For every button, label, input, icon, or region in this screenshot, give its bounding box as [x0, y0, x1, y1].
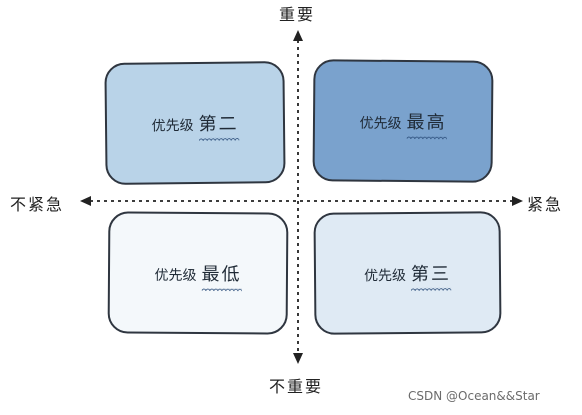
- quadrant-rank: 第三: [411, 260, 451, 286]
- quadrant-label: 优先级 第二: [151, 110, 238, 137]
- quadrant-rank: 第二: [198, 110, 238, 136]
- arrow-left-icon: [80, 196, 91, 206]
- arrow-right-icon: [512, 196, 523, 206]
- quadrant-not-important-not-urgent: 优先级 最低: [107, 211, 289, 335]
- arrow-up-icon: [293, 30, 303, 41]
- quadrant-rank: 最高: [406, 108, 446, 134]
- axis-label-not-important: 不重要: [269, 377, 324, 396]
- quadrant-prefix: 优先级: [359, 115, 402, 132]
- quadrant-important-urgent: 优先级 最高: [312, 59, 494, 183]
- quadrant-not-important-urgent: 优先级 第三: [313, 211, 502, 335]
- arrow-down-icon: [293, 353, 303, 364]
- quadrant-prefix: 优先级: [151, 118, 194, 135]
- watermark: CSDN @Ocean&&Star: [408, 389, 540, 403]
- quadrant-label: 优先级 最高: [359, 108, 446, 135]
- quadrant-prefix: 优先级: [154, 267, 197, 284]
- axis-label-not-urgent: 不紧急: [10, 195, 65, 214]
- axis-label-important: 重要: [279, 5, 316, 24]
- quadrant-rank: 最低: [201, 260, 241, 286]
- quadrant-label: 优先级 第三: [364, 260, 451, 287]
- quadrant-prefix: 优先级: [363, 268, 407, 285]
- quadrant-label: 优先级 最低: [154, 260, 241, 287]
- quadrant-important-not-urgent: 优先级 第二: [104, 61, 286, 185]
- axis-label-urgent: 紧急: [527, 195, 564, 214]
